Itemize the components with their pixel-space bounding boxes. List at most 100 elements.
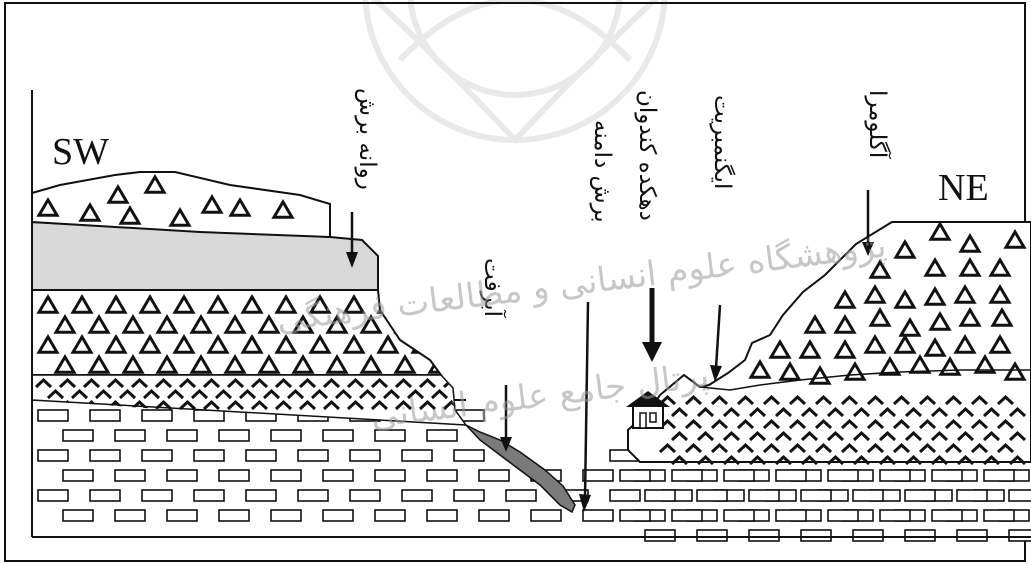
ignimbrite-symbol — [670, 430, 689, 442]
limestone-symbol — [218, 509, 250, 522]
ignimbrite-symbol — [996, 442, 1015, 454]
ignimbrite-symbol — [918, 442, 937, 454]
ignimbrite-symbol — [878, 406, 897, 418]
ignimbrite-symbol — [970, 418, 989, 430]
limestone-symbol — [89, 449, 121, 462]
agglomerate-symbol — [121, 353, 145, 374]
ignimbrite-symbol — [370, 399, 389, 411]
limestone-symbol — [193, 409, 225, 422]
limestone-symbol — [322, 509, 354, 522]
limestone-symbol — [505, 489, 537, 502]
agglomerate-symbol — [893, 333, 917, 354]
agglomerate-symbol — [893, 288, 917, 309]
arrow-village — [642, 288, 662, 362]
limestone-symbol — [37, 449, 69, 462]
arrow-debris — [500, 385, 512, 452]
limestone-symbol — [478, 509, 510, 522]
limestone-symbol — [1008, 489, 1031, 502]
ignimbrite-symbol — [918, 418, 937, 430]
limestone-symbol — [89, 409, 121, 422]
ignimbrite-symbol — [866, 442, 885, 454]
ignimbrite-symbol — [696, 406, 715, 418]
ignimbrite-symbol — [670, 454, 689, 466]
ignimbrite-symbol — [748, 406, 767, 418]
ignimbrite-symbol — [788, 442, 807, 454]
limestone-symbol — [453, 489, 485, 502]
ignimbrite-symbol — [154, 399, 173, 411]
ignimbrite-symbol — [226, 399, 245, 411]
ignimbrite-symbol — [274, 377, 293, 389]
limestone-symbol — [322, 469, 354, 482]
limestone-symbol — [956, 529, 988, 542]
ignimbrite-symbol — [800, 454, 819, 466]
agglomerate-symbol — [228, 196, 252, 217]
agglomerate-symbol — [768, 338, 792, 359]
limestone-symbol — [619, 469, 651, 482]
agglomerate-symbol — [342, 293, 366, 314]
limestone-symbol — [193, 489, 225, 502]
ignimbrite-symbol — [774, 430, 793, 442]
ignimbrite-symbol — [762, 418, 781, 430]
ignimbrite-symbol — [826, 430, 845, 442]
limestone-symbol — [166, 469, 198, 482]
limestone-symbol — [852, 489, 884, 502]
agglomerate-symbol — [53, 313, 77, 334]
ignimbrite-symbol — [250, 377, 269, 389]
ignimbrite-symbol — [346, 399, 365, 411]
limestone-symbol — [141, 449, 173, 462]
agglomerate-symbol — [155, 353, 179, 374]
ignimbrite-symbol — [1008, 430, 1027, 442]
ignimbrite-symbol — [930, 406, 949, 418]
ignimbrite-symbol — [406, 388, 425, 400]
limestone-symbol — [879, 469, 911, 482]
limestone-symbol — [426, 469, 458, 482]
limestone-symbol — [800, 529, 832, 542]
ignimbrite-symbol — [670, 406, 689, 418]
ignimbrite-symbol — [840, 418, 859, 430]
emblem-icon — [362, 0, 668, 145]
ignimbrite-symbol — [722, 430, 741, 442]
limestone-symbol — [349, 449, 381, 462]
ignimbrite-symbol — [852, 406, 871, 418]
ignimbrite-symbol — [178, 399, 197, 411]
agglomerate-symbol — [325, 313, 349, 334]
agglomerate-symbol — [206, 333, 230, 354]
ignimbrite-symbol — [814, 442, 833, 454]
ignimbrite-symbol — [418, 399, 437, 411]
agglomerate-cap — [31, 171, 331, 239]
ignimbrite-symbol — [394, 377, 413, 389]
ignimbrite-symbol — [178, 377, 197, 389]
ignimbrite-symbol — [970, 442, 989, 454]
ignimbrite-symbol — [82, 377, 101, 389]
agglomerate-symbol — [988, 283, 1012, 304]
ignimbrite-symbol — [982, 430, 1001, 442]
limestone-symbol — [775, 469, 807, 482]
ignimbrite-symbol — [944, 394, 963, 406]
agglomerate-symbol — [958, 306, 982, 327]
ignimbrite-symbol — [154, 377, 173, 389]
agglomerate-symbol — [923, 256, 947, 277]
agglomerate-symbol — [223, 313, 247, 334]
ignimbrite-symbol — [904, 430, 923, 442]
arrow-landslide — [346, 212, 358, 268]
agglomerate-symbol — [257, 353, 281, 374]
ignimbrite-symbol — [826, 454, 845, 466]
ignimbrite-symbol — [262, 388, 281, 400]
limestone-symbol — [852, 529, 884, 542]
ignimbrite-symbol — [930, 454, 949, 466]
ignimbrite-symbol — [358, 388, 377, 400]
ignimbrite-symbol — [684, 418, 703, 430]
agglomerate-symbol — [803, 313, 827, 334]
ignimbrite-symbol — [430, 388, 449, 400]
agglomerate-symbol — [53, 353, 77, 374]
agglomerate-symbol — [206, 293, 230, 314]
agglomerate-symbol — [106, 183, 130, 204]
ignimbrite-symbol — [762, 442, 781, 454]
limestone-symbol — [166, 429, 198, 442]
limestone-symbol — [374, 469, 406, 482]
limestone-symbol — [349, 489, 381, 502]
limestone-symbol — [956, 489, 988, 502]
agglomerate-symbol — [923, 285, 947, 306]
label-debris: آبرفت — [479, 258, 507, 319]
ignimbrite-symbol — [852, 454, 871, 466]
